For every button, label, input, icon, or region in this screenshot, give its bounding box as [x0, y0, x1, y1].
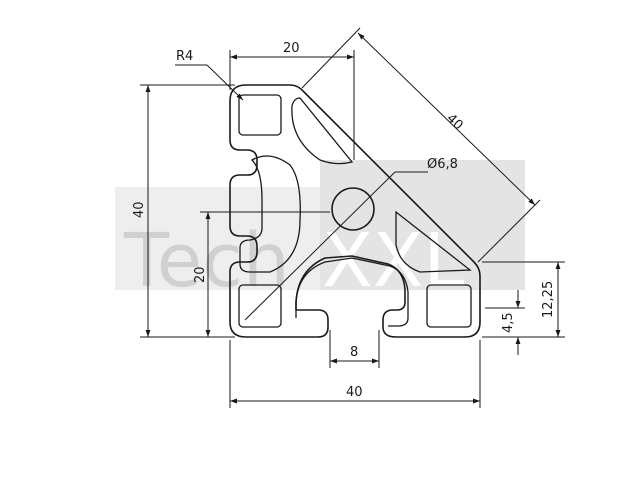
outer-contour [229, 84, 481, 338]
channel-bottom [295, 257, 409, 327]
hollow-lower-diagonal [395, 210, 472, 273]
label-right-height: 12,25 [541, 281, 556, 318]
label-bottom-width: 40 [346, 385, 363, 400]
label-inner-height: 20 [193, 266, 208, 283]
hollow-bottom-right [426, 284, 472, 328]
center-hole [331, 187, 375, 231]
dimension-lines [140, 27, 565, 408]
hollow-top-left [238, 94, 282, 136]
dimension-labels: R4 20 40 Ø6,8 40 20 12,25 4,5 8 40 [132, 41, 556, 400]
channel-left [239, 155, 301, 273]
hollow-upper-diagonal [291, 97, 354, 165]
label-slot-width: 8 [350, 345, 358, 360]
watermark-text-right: XXL [322, 218, 465, 304]
label-hole-diameter: Ø6,8 [427, 157, 458, 172]
label-small-height: 4,5 [501, 312, 516, 333]
label-top-width: 20 [283, 41, 300, 56]
dim-line-diagonal [357, 32, 536, 206]
label-radius: R4 [176, 49, 193, 64]
watermark: Tech XXL [115, 160, 525, 304]
label-left-height: 40 [132, 201, 147, 218]
label-diagonal: 40 [443, 111, 465, 133]
hollow-bottom-left [238, 284, 282, 328]
profile-outline [229, 84, 481, 338]
